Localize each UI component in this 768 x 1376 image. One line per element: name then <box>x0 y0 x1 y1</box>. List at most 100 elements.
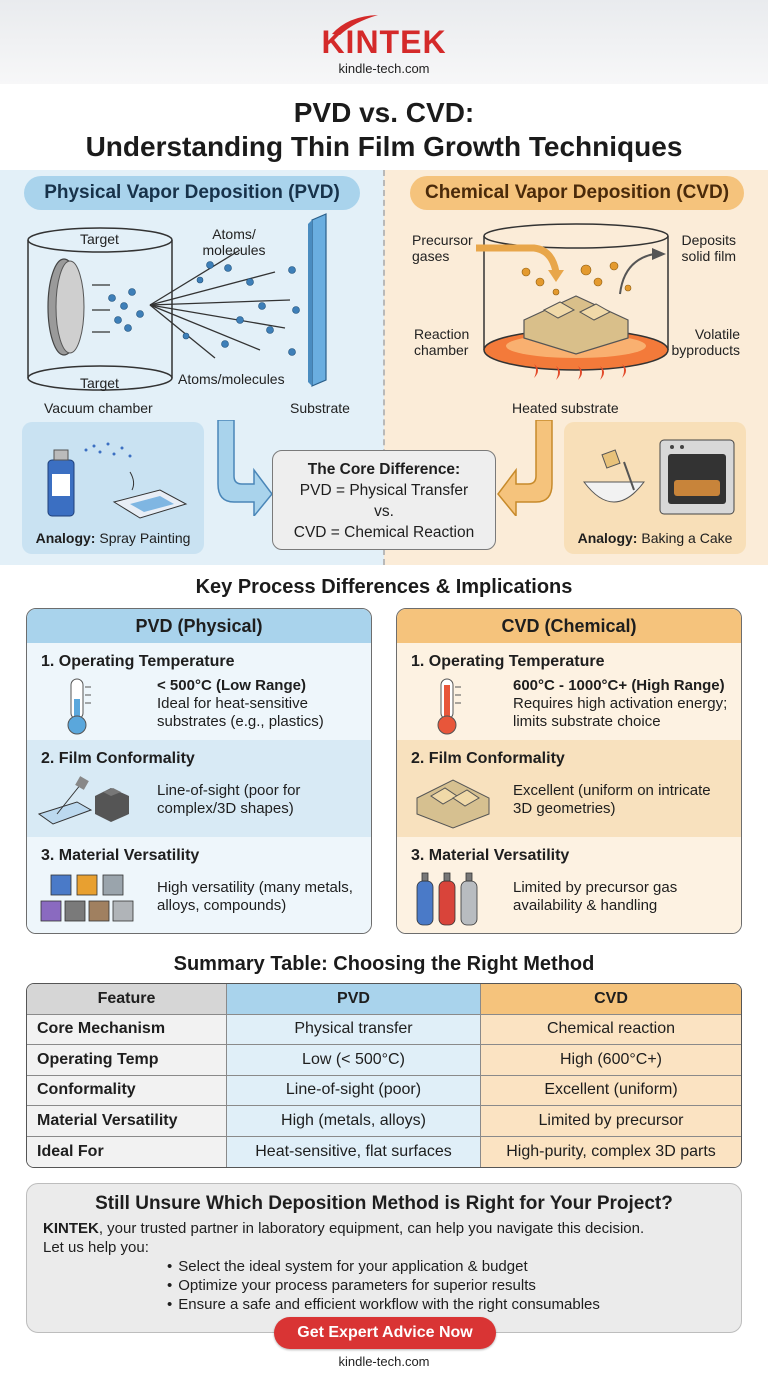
cvd-row-title: 3. Material Versatility <box>411 847 570 864</box>
table-cell: Limited by precursor <box>481 1106 741 1137</box>
table-header-row: Feature PVD CVD <box>27 984 741 1015</box>
cvd-row-temperature: 1. Operating Temperature 600°C - 1000°C+… <box>397 643 741 740</box>
cta-title: Still Unsure Which Deposition Method is … <box>95 1193 673 1214</box>
summary-title: Summary Table: Choosing the Right Method <box>173 953 595 975</box>
list-item: Select the ideal system for your applica… <box>167 1257 600 1276</box>
table-cell: Chemical reaction <box>481 1014 741 1045</box>
table-cell: High (metals, alloys) <box>227 1106 481 1137</box>
table-cell: Excellent (uniform) <box>481 1075 741 1106</box>
logo-swoosh-icon <box>332 15 378 35</box>
pvd-row-title: 2. Film Conformality <box>41 750 195 767</box>
table-header: PVD <box>227 984 481 1015</box>
label-precursor-gases: Precursor gases <box>412 232 473 264</box>
spray-icon <box>47 442 188 519</box>
table-cell: Physical transfer <box>227 1014 481 1045</box>
cvd-row-text: 600°C - 1000°C+ (High Range)Requires hig… <box>513 677 728 730</box>
pvd-arrow-icon <box>217 420 273 516</box>
table-cell: Low (< 500°C) <box>227 1045 481 1076</box>
conformal-film-icon <box>416 779 490 829</box>
page-title-line2: Understanding Thin Film Growth Technique… <box>85 131 683 162</box>
table-cell: High-purity, complex 3D parts <box>481 1136 741 1167</box>
table-row: Material Versatility High (metals, alloy… <box>27 1106 741 1137</box>
core-line3: CVD = Chemical Reaction <box>293 524 475 541</box>
table-header: CVD <box>481 984 741 1015</box>
table-cell: Ideal For <box>27 1136 227 1167</box>
key-diff-title: Key Process Differences & Implications <box>195 576 573 598</box>
cvd-row-text: Limited by precursor gas availability & … <box>513 879 678 914</box>
oven-icon <box>582 439 735 515</box>
pvd-row-text: Line-of-sight (poor for complex/3D shape… <box>157 782 301 817</box>
section-divider <box>383 170 385 565</box>
comparison-section: Physical Vapor Deposition (PVD) Chemical… <box>0 170 768 565</box>
thermometer-icon <box>437 678 461 735</box>
cvd-panel-heading: CVD (Chemical) <box>397 609 741 643</box>
logo-text: KINTEK <box>321 24 447 60</box>
cta-bullet-list: Select the ideal system for your applica… <box>167 1257 600 1314</box>
cvd-diagram <box>476 223 669 380</box>
table-header: Feature <box>27 984 227 1015</box>
pvd-row-versatility: 3. Material Versatility High versatility… <box>27 837 371 933</box>
site-url-bottom[interactable]: kindle-tech.com <box>338 1354 430 1369</box>
label-atoms-top: Atoms/ molecules <box>202 226 266 258</box>
label-reaction-chamber: Reaction chamber <box>414 326 470 358</box>
expert-advice-button[interactable]: Get Expert Advice Now <box>274 1317 496 1349</box>
pvd-panel: PVD (Physical) 1. Operating Temperature … <box>26 608 372 934</box>
cvd-heading: Chemical Vapor Deposition (CVD) <box>410 176 744 210</box>
table-cell: Heat-sensitive, flat surfaces <box>227 1136 481 1167</box>
list-item: Optimize your process parameters for sup… <box>167 1276 600 1295</box>
pvd-row-title: 3. Material Versatility <box>41 847 200 864</box>
cvd-row-text: Excellent (uniform on intricate 3D geome… <box>513 782 711 817</box>
pvd-analogy-caption: Analogy: Spray Painting <box>35 530 191 546</box>
header: KINTEK kindle-tech.com <box>0 0 768 84</box>
pvd-panel-heading: PVD (Physical) <box>27 609 371 643</box>
label-heated-substrate: Heated substrate <box>512 400 619 416</box>
summary-table: Feature PVD CVD Core Mechanism Physical … <box>26 983 742 1168</box>
core-line1: PVD = Physical Transfer <box>299 482 469 499</box>
cvd-row-title: 1. Operating Temperature <box>411 653 605 670</box>
cta-brand: KINTEK <box>43 1220 99 1237</box>
line-of-sight-icon <box>37 776 129 825</box>
label-vacuum-chamber: Vacuum chamber <box>44 400 153 416</box>
pvd-diagram <box>27 213 327 391</box>
table-row: Conformality Line-of-sight (poor) Excell… <box>27 1075 741 1106</box>
cta-body: KINTEK, your trusted partner in laborato… <box>43 1219 733 1257</box>
table-cell: Core Mechanism <box>27 1014 227 1045</box>
thermometer-icon <box>67 678 91 735</box>
cvd-analogy-card: Analogy: Baking a Cake <box>564 422 746 554</box>
table-cell: Conformality <box>27 1075 227 1106</box>
kintek-logo[interactable]: KINTEK <box>0 14 768 60</box>
cvd-row-title: 2. Film Conformality <box>411 750 565 767</box>
table-cell: Line-of-sight (poor) <box>227 1075 481 1106</box>
table-row: Ideal For Heat-sensitive, flat surfaces … <box>27 1136 741 1167</box>
site-url-top[interactable]: kindle-tech.com <box>338 61 430 76</box>
page-title: PVD vs. CVD: Understanding Thin Film Gro… <box>0 96 768 164</box>
core-title: The Core Difference: <box>307 461 461 478</box>
table-row: Operating Temp Low (< 500°C) High (600°C… <box>27 1045 741 1076</box>
label-atoms-bottom: Atoms/molecules <box>178 371 285 387</box>
cvd-panel: CVD (Chemical) 1. Operating Temperature … <box>396 608 742 934</box>
pvd-row-text: < 500°C (Low Range)Ideal for heat-sensit… <box>157 677 324 730</box>
gas-cylinder-icon <box>416 872 478 926</box>
pvd-heading: Physical Vapor Deposition (PVD) <box>24 176 360 210</box>
cta-lead: Let us help you: <box>43 1239 149 1256</box>
label-volatile-byproducts: Volatile byproducts <box>671 326 740 358</box>
label-target-top: Target <box>80 231 119 247</box>
cta-body-text: , your trusted partner in laboratory equ… <box>98 1220 645 1237</box>
table-cell: Operating Temp <box>27 1045 227 1076</box>
cvd-analogy-caption: Analogy: Baking a Cake <box>577 530 733 546</box>
pvd-row-title: 1. Operating Temperature <box>41 653 235 670</box>
label-substrate: Substrate <box>290 400 350 416</box>
table-cell: Material Versatility <box>27 1106 227 1137</box>
list-item: Ensure a safe and efficient workflow wit… <box>167 1295 600 1314</box>
cvd-arrow-icon <box>497 420 553 516</box>
page-title-line1: PVD vs. CVD: <box>293 97 475 128</box>
table-cell: High (600°C+) <box>481 1045 741 1076</box>
table-row: Core Mechanism Physical transfer Chemica… <box>27 1014 741 1045</box>
cube-icon <box>40 874 134 922</box>
cvd-row-conformality: 2. Film Conformality Excellent (uniform … <box>397 740 741 837</box>
pvd-row-temperature: 1. Operating Temperature < 500°C (Low Ra… <box>27 643 371 740</box>
core-line2: vs. <box>374 503 394 520</box>
core-difference-box: The Core Difference: PVD = Physical Tran… <box>272 450 496 550</box>
cvd-row-versatility: 3. Material Versatility Limited by precu… <box>397 837 741 933</box>
pvd-row-conformality: 2. Film Conformality Line-of-sight (poor… <box>27 740 371 837</box>
